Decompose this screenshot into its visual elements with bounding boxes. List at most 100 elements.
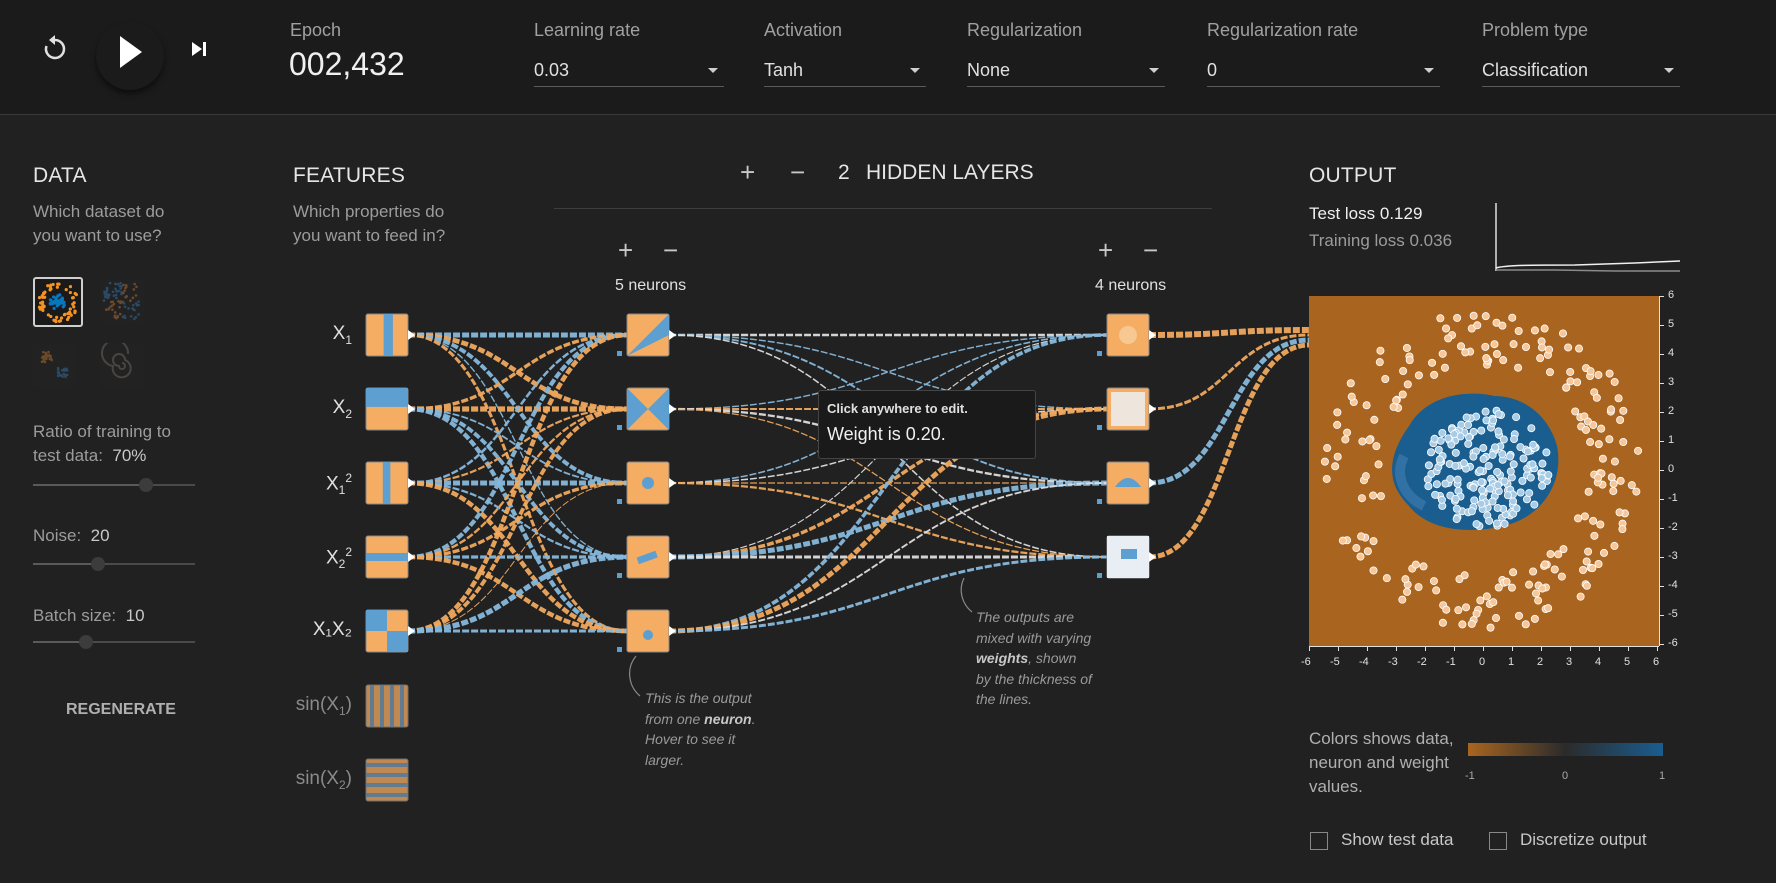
data-point	[1457, 342, 1466, 351]
data-point	[1363, 547, 1372, 556]
data-point	[1338, 536, 1347, 545]
data-point	[1322, 474, 1331, 483]
ratio-slider[interactable]	[33, 478, 195, 492]
weight-link	[407, 407, 628, 559]
note-text: by the thickness of	[976, 670, 1092, 687]
show-test-data-checkbox[interactable]	[1310, 832, 1328, 850]
data-point	[1477, 499, 1486, 508]
layer1-add-neuron-button[interactable]: +	[618, 235, 634, 265]
dataset-xor[interactable]	[100, 279, 144, 323]
discretize-output-checkbox[interactable]	[1489, 832, 1507, 850]
data-point	[106, 293, 110, 297]
remove-layer-button[interactable]: −	[790, 157, 806, 187]
learning-rate-value: 0.03	[534, 60, 570, 80]
data-point	[1361, 472, 1370, 481]
data-point	[1597, 424, 1606, 433]
problem-type-select[interactable]: Classification	[1482, 56, 1680, 87]
weight-link	[407, 481, 628, 559]
bias-square	[617, 499, 622, 504]
noise-slider[interactable]	[33, 557, 195, 571]
neuron-node	[365, 461, 409, 505]
data-point	[1542, 448, 1551, 457]
regenerate-button[interactable]: REGENERATE	[66, 701, 176, 718]
data-point	[1341, 435, 1350, 444]
learning-rate-select[interactable]: 0.03	[534, 56, 724, 87]
bias-square	[617, 573, 622, 578]
data-point	[137, 303, 140, 307]
data-point	[1438, 618, 1447, 627]
data-point	[1512, 504, 1521, 513]
data-point	[115, 296, 118, 300]
data-point	[1598, 454, 1607, 463]
x-tick-label: -2	[1417, 656, 1427, 668]
data-point	[50, 358, 53, 362]
data-point	[120, 285, 123, 288]
dataset-circle[interactable]	[33, 277, 83, 327]
play-icon[interactable]	[96, 22, 164, 90]
dataset-spiral[interactable]	[100, 339, 144, 387]
x-tick-label: 6	[1653, 656, 1660, 668]
data-point	[1447, 440, 1456, 449]
y-tick-label: 2	[1668, 405, 1675, 417]
layer1-remove-neuron-button[interactable]: −	[663, 235, 679, 265]
step-forward-icon[interactable]	[188, 38, 212, 62]
data-point	[106, 296, 109, 300]
regularization-select[interactable]: None	[967, 56, 1165, 87]
batch-slider-thumb[interactable]	[79, 635, 94, 649]
reset-icon[interactable]	[40, 34, 70, 64]
node-arrow	[408, 552, 415, 562]
feature-label: X1	[332, 323, 352, 347]
activation-select[interactable]: Tanh	[764, 56, 926, 87]
test-loss-label: Test loss	[1309, 204, 1376, 223]
ratio-value: 70%	[112, 446, 147, 465]
data-point	[1436, 314, 1445, 323]
regularization-rate-select[interactable]: 0	[1207, 56, 1440, 87]
data-point	[129, 299, 132, 303]
dataset-gaussian[interactable]	[33, 343, 77, 387]
data-point	[1609, 487, 1618, 496]
data-point	[134, 315, 138, 319]
data-point	[1467, 619, 1476, 628]
features-question: Which properties do you want to feed in?	[293, 202, 446, 245]
weight-link	[407, 480, 628, 634]
data-point	[135, 285, 138, 289]
weight-link	[1148, 333, 1310, 411]
data-point	[1610, 377, 1619, 386]
layer2-add-neuron-button[interactable]: +	[1098, 235, 1114, 265]
data-point	[124, 283, 128, 287]
data-point	[1503, 491, 1512, 500]
data-point	[1528, 460, 1537, 469]
feature-label: sin(X2)	[295, 768, 352, 792]
weight-link	[407, 333, 628, 411]
data-point	[43, 355, 46, 359]
legend-text: Colors shows data, neuron and weight val…	[1309, 729, 1454, 796]
data-point	[1579, 566, 1588, 575]
data-point	[1469, 483, 1478, 492]
feature-label: X₁X₂	[312, 619, 352, 640]
data-point	[1498, 321, 1507, 330]
regularization-rate-label: Regularization rate	[1207, 20, 1359, 40]
data-point	[1440, 363, 1449, 372]
weight-link	[407, 408, 628, 484]
node-arrow	[669, 626, 676, 636]
layer2-remove-neuron-button[interactable]: −	[1143, 235, 1159, 265]
ratio-slider-thumb[interactable]	[139, 478, 154, 492]
discretize-output-label[interactable]: Discretize output	[1520, 830, 1647, 849]
x-tick-label: 0	[1479, 656, 1486, 668]
noise-slider-thumb[interactable]	[90, 557, 105, 571]
data-point	[115, 290, 118, 293]
batch-size-slider[interactable]	[33, 635, 195, 649]
ratio-label-text: Ratio of training to test data:	[33, 422, 171, 465]
data-point	[1540, 560, 1549, 569]
data-point	[1582, 581, 1591, 590]
problem-type-label: Problem type	[1482, 20, 1589, 40]
data-point	[131, 296, 135, 300]
data-point	[1494, 583, 1503, 592]
data-point	[1494, 427, 1503, 436]
output-heatmap	[1309, 296, 1659, 646]
data-point	[56, 366, 60, 370]
data-point	[114, 287, 117, 291]
add-layer-button[interactable]: +	[740, 157, 756, 187]
show-test-data-label[interactable]: Show test data	[1341, 830, 1454, 849]
weight-link	[668, 333, 1108, 633]
